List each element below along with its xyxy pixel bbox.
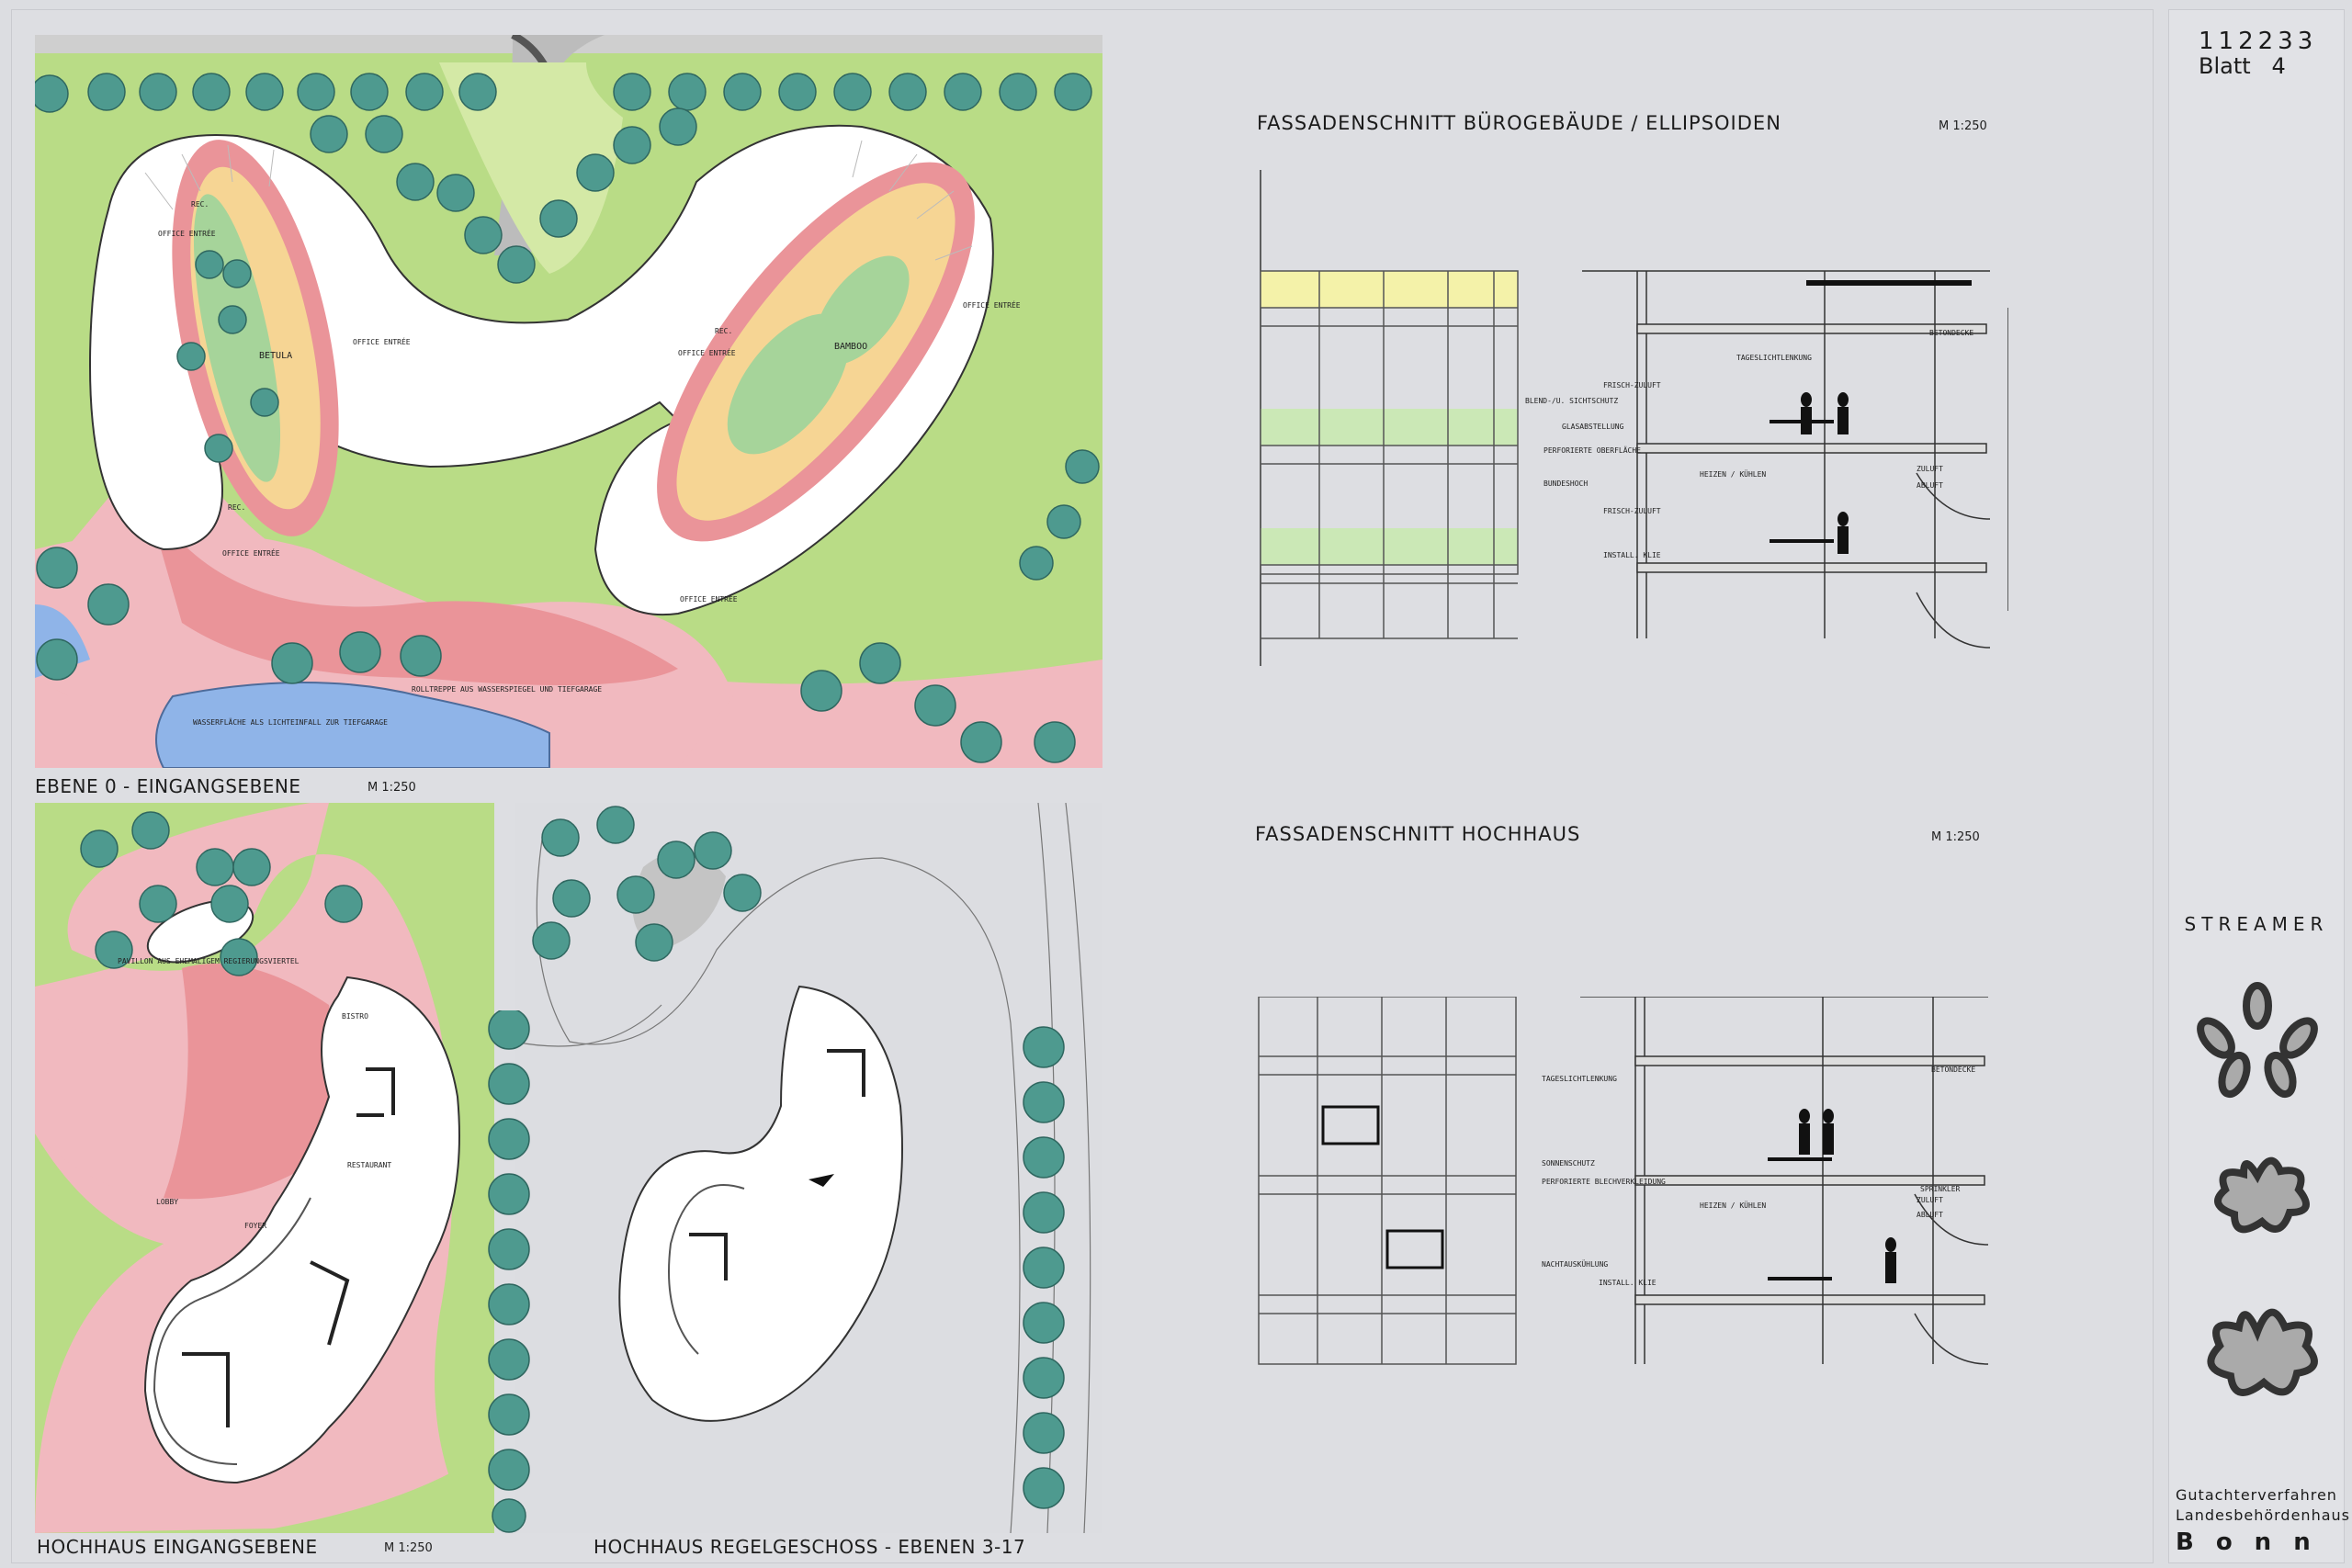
section-buero-drawing [1260, 170, 2008, 666]
hochhaus-note-sprinkler: SPRINKLER [1920, 1185, 1961, 1193]
hochhaus-note-sonnenschutz: SONNENSCHUTZ [1542, 1159, 1595, 1168]
project-number: 112233 [2199, 28, 2318, 55]
hochhaus-note-betondecke: BETONDECKE [1931, 1066, 1976, 1074]
section-hochhaus-scale: M 1:250 [1931, 830, 1980, 844]
plan-ebene0-title: EBENE 0 - EINGANGSEBENE [35, 775, 301, 797]
title-strip [2168, 9, 2345, 1563]
hochhaus-note-zuluft: ZULUFT [1917, 1196, 1943, 1204]
buero-note-bundeshoch: BUNDESHOCH [1544, 479, 1589, 488]
footer-procedure: Gutachterverfahren [2176, 1486, 2337, 1504]
plan-hochhaus-eingang-scale: M 1:250 [384, 1541, 433, 1555]
hochhaus-note-abluft: ABLUFT [1917, 1211, 1943, 1219]
label-office-entree-4: OFFICE ENTRÉE [222, 549, 280, 558]
concept-name: STREAMER [2184, 913, 2329, 935]
footer-city: Bonn [2176, 1529, 2333, 1556]
plan-hochhaus-eingang-drawing [35, 803, 494, 1533]
plan-hochhaus-regel-title: HOCHHAUS REGELGESCHOSS - EBENEN 3-17 [594, 1536, 1026, 1558]
label-pavillon: PAVILLON AUS EHEMALIGEM REGIERUNGSVIERTE… [118, 957, 300, 965]
footer-building: Landesbehördenhaus [2176, 1506, 2350, 1524]
plan-ebene0: REC. OFFICE ENTRÉE OFFICE ENTRÉE OFFICE … [35, 35, 1102, 768]
streamer-pictograms [2197, 982, 2318, 1396]
label-betula: BETULA [259, 351, 293, 361]
tree-column-left [488, 1010, 530, 1533]
hochhaus-note-heizen: HEIZEN / KÜHLEN [1700, 1201, 1767, 1210]
label-office-entree-6: OFFICE ENTRÉE [963, 301, 1021, 310]
buero-note-abluft: ABLUFT [1917, 481, 1943, 490]
section-hochhaus-title: FASSADENSCHNITT HOCHHAUS [1255, 823, 1581, 845]
label-rec-1: REC. [191, 200, 209, 209]
plan-ebene0-scale: M 1:250 [368, 781, 416, 795]
buero-note-glasabstellung: GLASABSTELLUNG [1562, 423, 1624, 431]
label-office-entree-3: OFFICE ENTRÉE [678, 349, 736, 357]
label-restaurant: RESTAURANT [347, 1161, 392, 1169]
buero-note-installation: INSTALL. KLIE [1603, 551, 1661, 559]
hochhaus-note-installation: INSTALL. KLIE [1599, 1279, 1657, 1287]
pictogram-1 [2197, 982, 2318, 1099]
label-rolltreppe: ROLLTREPPE AUS WASSERSPIEGEL UND TIEFGAR… [412, 685, 603, 694]
pictogram-3 [2207, 1308, 2318, 1396]
buero-note-blendschutz: BLEND-/U. SICHTSCHUTZ [1525, 397, 1619, 405]
sheet-number: Blatt 4 [2199, 53, 2286, 79]
label-rec-3: REC. [228, 503, 246, 512]
plan-ebene0-drawing [35, 35, 1102, 768]
hochhaus-note-tageslicht: TAGESLICHTLENKUNG [1542, 1075, 1617, 1083]
label-foyer: FOYER [244, 1222, 267, 1230]
label-office-entree-2: OFFICE ENTRÉE [353, 338, 411, 346]
plan-hochhaus-regel [514, 803, 1102, 1533]
label-rec-2: REC. [715, 327, 733, 335]
plan-hochhaus-eingang: PAVILLON AUS EHEMALIGEM REGIERUNGSVIERTE… [35, 803, 494, 1533]
hochhaus-note-nachtauskuehlung: NACHTAUSKÜHLUNG [1542, 1260, 1609, 1269]
buero-note-frischluft: FRISCH-ZULUFT [1603, 381, 1661, 389]
section-hochhaus-drawing [1258, 997, 1989, 1365]
buero-note-tageslicht: TAGESLICHTLENKUNG [1736, 354, 1812, 362]
pictogram-2 [2214, 1156, 2310, 1234]
plan-hochhaus-eingang-title: HOCHHAUS EINGANGSEBENE [37, 1536, 318, 1558]
hochhaus-note-perforiert: PERFORIERTE BLECHVERKLEIDUNG [1542, 1178, 1666, 1186]
label-bamboo: BAMBOO [834, 342, 868, 352]
buero-note-perforiert: PERFORIERTE OBERFLÄCHE [1544, 446, 1641, 455]
plan-hochhaus-regel-drawing [514, 803, 1102, 1533]
label-lobby: LOBBY [156, 1198, 179, 1206]
buero-note-frischluft2: FRISCH-ZULUFT [1603, 507, 1661, 515]
label-wasserflaeche: WASSERFLÄCHE ALS LICHTEINFALL ZUR TIEFGA… [193, 718, 388, 727]
section-buero-scale: M 1:250 [1939, 119, 1987, 133]
buero-note-betondecke: BETONDECKE [1929, 329, 1974, 337]
buero-note-heizen: HEIZEN / KÜHLEN [1700, 470, 1767, 479]
section-buero-title: FASSADENSCHNITT BÜROGEBÄUDE / ELLIPSOIDE… [1257, 112, 1781, 134]
label-office-entree-5: OFFICE ENTRÉE [680, 595, 738, 604]
label-bistro: BISTRO [342, 1012, 368, 1021]
buero-note-zuluft: ZULUFT [1917, 465, 1943, 473]
tree-column-right [1023, 1026, 1065, 1509]
label-office-entree-1: OFFICE ENTRÉE [158, 230, 216, 238]
